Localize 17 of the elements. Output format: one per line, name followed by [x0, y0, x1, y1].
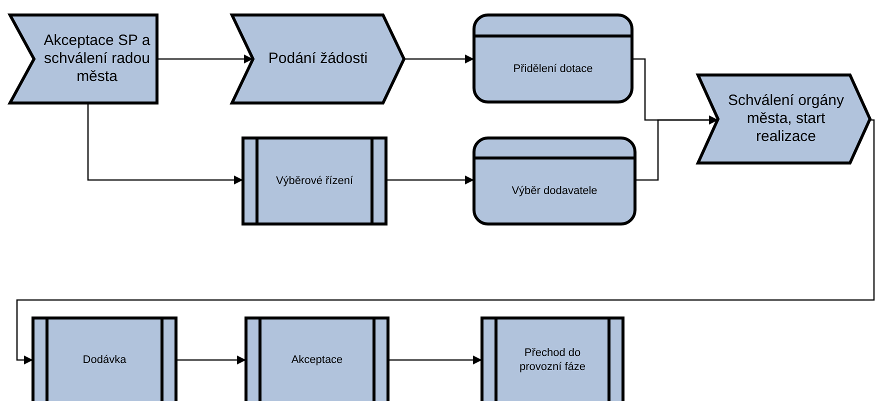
arrow	[87, 103, 243, 184]
node-label: Podání žádosti	[268, 50, 368, 68]
node-label: Akceptace	[291, 353, 343, 367]
arrow	[157, 54, 253, 64]
arrow	[404, 54, 474, 64]
node-label: Dodávka	[82, 353, 126, 367]
arrow	[16, 119, 875, 364]
node-label: Výběr dodavatele	[512, 184, 598, 198]
node-label: Akceptace SP a schválení radou města	[42, 32, 152, 86]
arrow	[176, 356, 246, 364]
arrow	[388, 356, 482, 364]
node-label: Schválení orgány města, start realizace	[727, 92, 845, 146]
arrow	[386, 176, 474, 184]
node-label: Přechod do provozní fáze	[518, 346, 587, 374]
arrow	[635, 116, 718, 181]
node-label: Výběrové řízení	[276, 174, 354, 188]
node-label: Přidělení dotace	[513, 62, 593, 76]
